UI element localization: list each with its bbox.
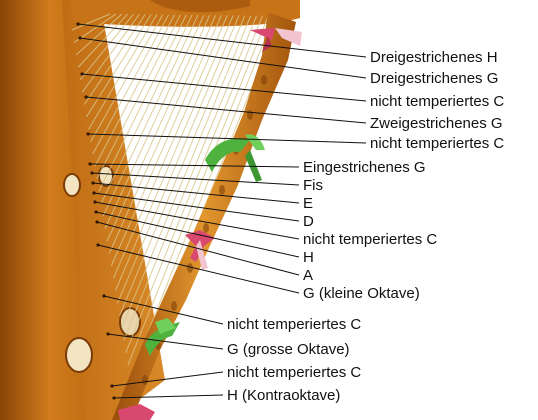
harp-string: [102, 14, 199, 217]
harp-string: [104, 14, 205, 229]
harp-string: [114, 15, 234, 291]
leader-line: [111, 371, 224, 387]
harp-string: [129, 15, 275, 378]
note-label-eingestrichenes-g: Eingestrichenes G: [303, 159, 426, 176]
leader-line: [94, 201, 300, 240]
note-label-dreigestrichenes-h: Dreigestrichenes H: [370, 49, 498, 66]
note-label-d: D: [303, 213, 314, 230]
ribbon-pink-middle: [185, 230, 215, 270]
note-label-a: A: [303, 267, 314, 284]
leader-line: [79, 37, 367, 79]
harp-string: [96, 14, 181, 180]
harp-string: [117, 15, 240, 304]
leader-line: [103, 295, 224, 325]
note-label-nicht-temperiertes-c-1: nicht temperiertes C: [370, 93, 505, 110]
harp-string: [88, 14, 158, 130]
leader-lines: [77, 23, 367, 399]
note-label-dreigestrichenes-g: Dreigestrichenes G: [370, 70, 499, 87]
note-label-e: E: [303, 195, 314, 212]
leader-line: [89, 163, 300, 168]
note-label-h-kontraoktave: H (Kontraoktave): [227, 387, 341, 404]
note-label-g-grosse-oktave: G (grosse Oktave): [227, 341, 350, 358]
leader-line: [113, 394, 224, 399]
harp-string: [92, 14, 170, 155]
leader-line: [93, 192, 300, 222]
leader-line: [95, 211, 300, 258]
ribbon-pink-bottom: [118, 404, 155, 420]
harp-string: [71, 13, 111, 31]
note-label-g-kleine-oktave: G (kleine Oktave): [303, 285, 420, 302]
harp-strings: [71, 13, 281, 391]
leader-line: [107, 333, 224, 350]
leader-line: [91, 172, 300, 186]
leader-line: [87, 133, 367, 144]
leader-line: [96, 221, 300, 276]
harp-string: [125, 15, 263, 353]
harp-string: [98, 14, 187, 192]
harp-string: [83, 14, 146, 105]
harp-string: [100, 14, 193, 205]
note-label-nicht-temperiertes-c-5: nicht temperiertes C: [227, 364, 362, 381]
note-label-nicht-temperiertes-c-4: nicht temperiertes C: [227, 316, 362, 333]
leader-line: [77, 23, 367, 58]
ribbon-pink-top: [250, 28, 302, 52]
harp-string: [110, 15, 222, 267]
note-label-nicht-temperiertes-c-3: nicht temperiertes C: [303, 231, 438, 248]
note-label-h: H: [303, 249, 314, 266]
harp-string: [75, 13, 123, 56]
harp-string: [112, 15, 228, 279]
ribbon-green-lower: [145, 318, 180, 356]
note-label-zweigestrichenes-g: Zweigestrichenes G: [370, 115, 503, 132]
note-label-fis: Fis: [303, 177, 323, 194]
harp-string: [79, 13, 134, 80]
harp-string: [94, 14, 175, 167]
leader-line: [85, 96, 367, 124]
harp-string: [123, 15, 258, 341]
leader-line: [81, 73, 367, 102]
harp-string: [81, 14, 140, 93]
harp-string: [121, 15, 252, 329]
leader-line: [92, 182, 300, 204]
harp-string: [106, 14, 211, 242]
leader-line: [97, 244, 300, 294]
note-label-nicht-temperiertes-c-2: nicht temperiertes C: [370, 135, 505, 152]
